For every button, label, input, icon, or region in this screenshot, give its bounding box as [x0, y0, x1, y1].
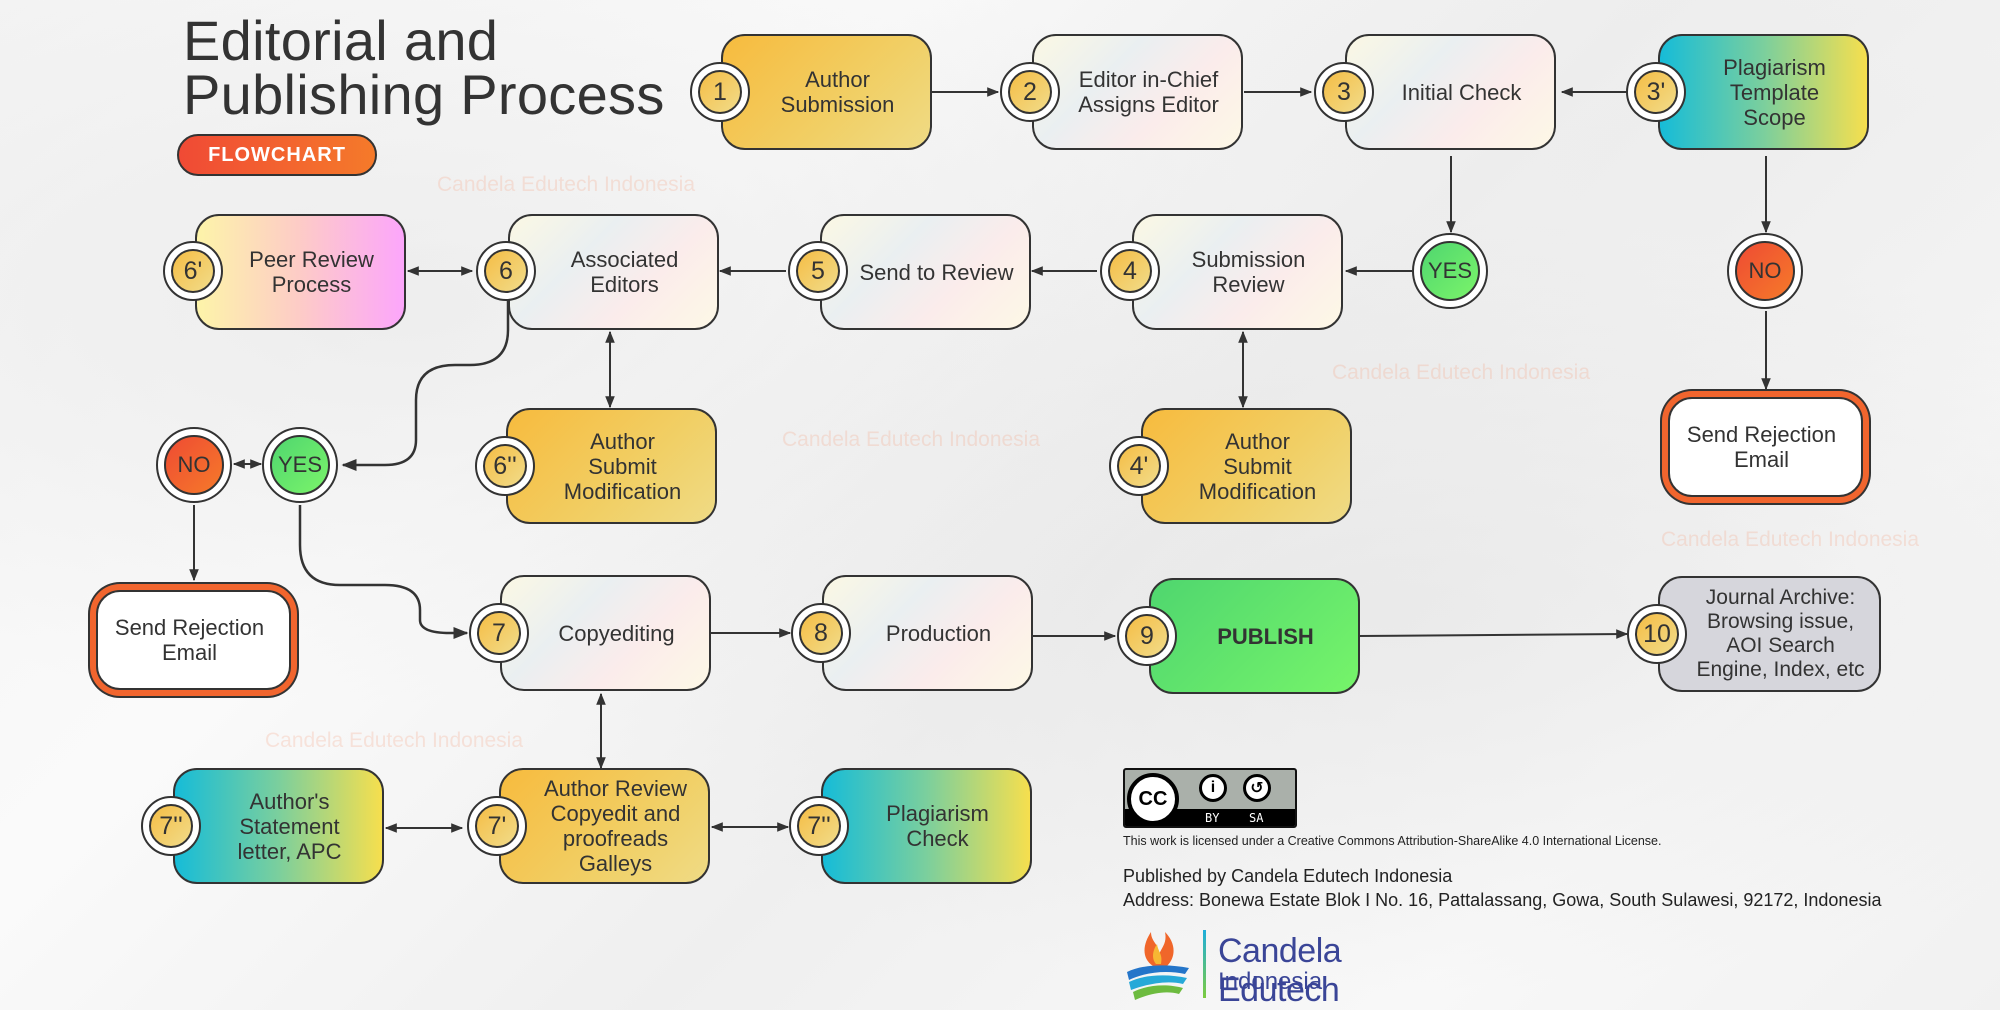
- node-label: Plagiarism Template Scope: [1723, 54, 1826, 130]
- step-badge-6: 6: [476, 241, 536, 301]
- node-submission-review[interactable]: Submission Review: [1132, 214, 1343, 330]
- node-label: Author Submit Modification: [563, 428, 682, 504]
- arrow-9-to-10: [1357, 629, 1629, 639]
- node-label: Journal Archive: Browsing issue, AOI Sea…: [1696, 586, 1865, 681]
- flame-logo-icon: [1127, 932, 1189, 1000]
- node-author-submit-modification-6pp[interactable]: Author Submit Modification: [506, 408, 717, 524]
- node-label: Plagiarism Check: [886, 801, 989, 851]
- address: Address: Bonewa Estate Blok I No. 16, Pa…: [1123, 890, 1882, 910]
- cc-by-sa-badge[interactable]: CC i ↺ BY SA: [1123, 768, 1297, 828]
- step-badge-3: 3: [1314, 62, 1374, 122]
- node-label: PUBLISH: [1217, 623, 1314, 649]
- node-author-submit-modification-4p[interactable]: Author Submit Modification: [1141, 408, 1352, 524]
- share-alike-icon: ↺: [1243, 774, 1271, 802]
- step-badge-1: 1: [690, 62, 750, 122]
- logo-divider: [1203, 930, 1206, 998]
- step-badge-9: 9: [1117, 606, 1177, 666]
- watermark: Candela Edutech Indonesia: [437, 173, 696, 196]
- node-label: Peer Review Process: [249, 247, 374, 297]
- step-badge-8: 8: [791, 603, 851, 663]
- step-badge-3p: 3': [1626, 62, 1686, 122]
- node-peer-review[interactable]: Peer Review Process: [195, 214, 406, 330]
- step-badge-7: 7: [469, 603, 529, 663]
- node-label: Send to Review: [859, 259, 1014, 285]
- publisher-info: Published by Candela Edutech Indonesia A…: [1123, 864, 1881, 912]
- page-title: Editorial and Publishing Process: [183, 9, 665, 126]
- watermark: Candela Edutech Indonesia: [1332, 361, 1591, 384]
- step-badge-7pp-a: 7'': [141, 796, 201, 856]
- step-badge-4p: 4': [1109, 436, 1169, 496]
- published-by: Published by Candela Edutech Indonesia: [1123, 866, 1453, 886]
- step-badge-7pp-b: 7'': [789, 796, 849, 856]
- node-label: Send Rejection Email: [114, 615, 265, 665]
- node-send-rejection-email-right[interactable]: Send Rejection Email: [1668, 397, 1863, 497]
- watermark: Candela Edutech Indonesia: [265, 729, 524, 752]
- decision-no[interactable]: NO: [1727, 233, 1803, 309]
- node-label: Author Submit Modification: [1198, 428, 1317, 504]
- flowchart-badge: FLOWCHART: [177, 134, 377, 176]
- node-send-to-review[interactable]: Send to Review: [820, 214, 1031, 330]
- arrow-yes-to-7: [298, 505, 469, 639]
- node-copyediting[interactable]: Copyediting: [500, 575, 711, 691]
- step-badge-6p: 6': [163, 241, 223, 301]
- node-send-rejection-email-left[interactable]: Send Rejection Email: [96, 590, 291, 690]
- title-line-1: Editorial and: [183, 9, 499, 72]
- node-associated-editors[interactable]: Associated Editors: [508, 214, 719, 330]
- candela-logo: Candela Edutech Indonesia: [1123, 928, 1463, 1009]
- step-badge-2: 2: [1000, 62, 1060, 122]
- node-initial-check[interactable]: Initial Check: [1345, 34, 1556, 150]
- node-label: Initial Check: [1401, 79, 1522, 105]
- node-label: Author Review Copyedit and proofreads Ga…: [543, 776, 688, 876]
- node-label: Submission Review: [1191, 247, 1306, 297]
- cc-by-label: BY: [1205, 811, 1220, 825]
- attribution-icon: i: [1199, 774, 1227, 802]
- node-label: Send Rejection Email: [1686, 422, 1837, 472]
- arrow-6-to-yes: [341, 300, 510, 471]
- step-badge-10: 10: [1627, 604, 1687, 664]
- logo-text-1: Candela Edutech: [1218, 932, 1342, 1009]
- node-journal-archive[interactable]: Journal Archive: Browsing issue, AOI Sea…: [1658, 576, 1881, 692]
- step-badge-4: 4: [1100, 241, 1160, 301]
- node-plagiarism-check[interactable]: Plagiarism Check: [821, 768, 1032, 884]
- node-label: Copyediting: [558, 620, 675, 646]
- node-authors-statement[interactable]: Author's Statement letter, APC: [173, 768, 384, 884]
- node-publish[interactable]: PUBLISH: [1149, 578, 1360, 694]
- node-editor-in-chief[interactable]: Editor in-Chief Assigns Editor: [1032, 34, 1243, 150]
- node-label: Editor in-Chief Assigns Editor: [1078, 67, 1219, 117]
- title-line-2: Publishing Process: [183, 63, 665, 126]
- node-label: Author Submission: [780, 67, 895, 117]
- watermark: Candela Edutech Indonesia: [1661, 528, 1920, 551]
- decision-yes-left[interactable]: YES: [262, 427, 338, 503]
- step-badge-5: 5: [788, 241, 848, 301]
- decision-no-left[interactable]: NO: [156, 427, 232, 503]
- node-author-submission[interactable]: Author Submission: [721, 34, 932, 150]
- node-plagiarism-template-scope[interactable]: Plagiarism Template Scope: [1658, 34, 1869, 150]
- watermark: Candela Edutech Indonesia: [782, 428, 1041, 451]
- node-label: Associated Editors: [570, 247, 679, 297]
- node-label: Production: [885, 620, 992, 646]
- node-label: Author's Statement letter, APC: [237, 788, 342, 864]
- logo-text-2: Indonesia: [1218, 968, 1323, 995]
- step-badge-7p: 7': [467, 796, 527, 856]
- node-production[interactable]: Production: [822, 575, 1033, 691]
- step-badge-6pp: 6'': [475, 436, 535, 496]
- decision-yes[interactable]: YES: [1412, 233, 1488, 309]
- license-text: This work is licensed under a Creative C…: [1123, 834, 1662, 848]
- cc-icon: CC: [1127, 773, 1179, 825]
- node-author-review-copyedit[interactable]: Author Review Copyedit and proofreads Ga…: [499, 768, 710, 884]
- cc-sa-label: SA: [1249, 811, 1264, 825]
